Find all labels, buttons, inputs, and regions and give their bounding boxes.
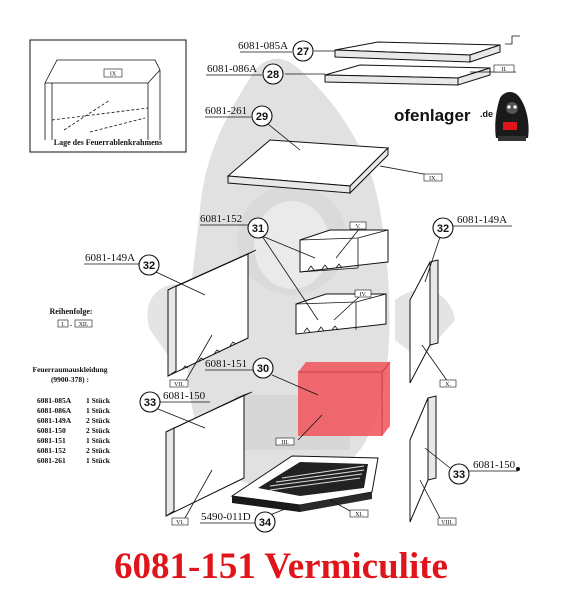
mark-XI: XI.: [355, 512, 363, 518]
lining-item-part: 6081-150: [37, 426, 66, 435]
lining-item-part: 6081-149A: [37, 416, 72, 425]
order-from: I.: [61, 322, 65, 328]
callout-27: 27: [297, 46, 309, 58]
part-28-group: II. 28 6081-086A: [206, 63, 516, 86]
mark-VIII: VIII.: [441, 520, 453, 526]
part-34-group: XI. 34 5490-011D: [200, 455, 379, 533]
lining-item-qty: 2 Stück: [86, 416, 111, 425]
part-no-6081-151: 6081-151: [205, 358, 247, 370]
part-no-6081-150-left: 6081-150: [163, 390, 206, 402]
brand-tld: .de: [480, 109, 493, 119]
part-30-highlight: [298, 362, 390, 436]
mark-VI: VI.: [176, 520, 184, 526]
mark-II: II.: [501, 67, 507, 73]
brand-name: ofenlager: [394, 106, 471, 125]
inset-plate-mark: [103, 68, 123, 78]
lining-list: Feuerraumauskleidung (9900-378) : 6081-0…: [32, 365, 110, 465]
lining-item-qty: 1 Stück: [86, 436, 111, 445]
part-33-left-group: VI. 33 6081-150: [139, 390, 253, 526]
inset-box: IX Lage des Feuerrablenkrahmens: [29, 39, 187, 153]
callout-31: 31: [252, 223, 264, 235]
part-30-group: III. 30 6081-151: [205, 357, 391, 446]
part-no-6081-261: 6081-261: [205, 105, 247, 117]
order-to: XII.: [79, 322, 89, 328]
part-31-group: V. IV. 31 6081-152: [200, 213, 389, 335]
mark-VII: VII.: [174, 382, 184, 388]
callout-29: 29: [256, 111, 268, 123]
lining-item-qty: 1 Stück: [86, 396, 111, 405]
callout-34: 34: [259, 517, 272, 529]
part-29-group: IX. 29 6081-261: [205, 105, 443, 195]
callout-32-left-circle: [138, 254, 160, 276]
lining-item-qty: 1 Stück: [86, 456, 111, 465]
part-no-6081-086A: 6081-086A: [207, 63, 257, 75]
lining-item-part: 6081-152: [37, 446, 66, 455]
part-no-6081-152: 6081-152: [200, 213, 242, 225]
lining-subtitle: (9900-378) :: [51, 375, 89, 384]
mascot-icon: [495, 92, 529, 141]
order-label: Reihenfolge:: [49, 307, 92, 316]
part-33-right-group: VIII. 33 6081-150: [409, 395, 520, 526]
callout-28-circle: [262, 63, 284, 85]
callout-30-circle: [252, 357, 274, 379]
lining-item-part: 6081-151: [37, 436, 66, 445]
part-no-6081-149A-right: 6081-149A: [457, 214, 507, 226]
lining-title: Feuerraumauskleidung: [32, 365, 107, 374]
order-legend: Reihenfolge: I. - XII.: [49, 307, 92, 329]
part-27-group: 27 6081-085A: [238, 35, 520, 63]
mark-III: III.: [281, 440, 289, 446]
lining-item-part: 6081-085A: [37, 396, 72, 405]
callout-32-right-circle: [432, 217, 454, 239]
brand-logo: ofenlager .de: [394, 92, 529, 141]
callout-30: 30: [257, 363, 269, 375]
lining-item-part: 6081-261: [37, 456, 66, 465]
inset-caption: Lage des Feuerrablenkrahmens: [54, 138, 162, 147]
callout-31-circle: [247, 217, 269, 239]
mark-IV: IV.: [359, 292, 367, 298]
callout-32-left: 32: [143, 260, 155, 272]
lining-item-qty: 2 Stück: [86, 426, 111, 435]
lining-item-qty: 1 Stück: [86, 406, 111, 415]
callout-34-circle: [254, 511, 276, 533]
lining-item-part: 6081-086A: [37, 406, 72, 415]
callout-32-right: 32: [437, 223, 449, 235]
callout-33-right-circle: [448, 463, 470, 485]
mark-IX: IX.: [429, 176, 437, 182]
inset-plate-label: IX: [110, 72, 117, 78]
part-no-6081-085A: 6081-085A: [238, 40, 288, 52]
callout-29-circle: [251, 105, 273, 127]
part-32-right-group: X. 32 6081-149A: [409, 214, 512, 388]
mark-V: V.: [355, 224, 361, 230]
callout-27-circle: [292, 40, 314, 62]
callout-28: 28: [267, 69, 279, 81]
order-dash: -: [70, 321, 73, 329]
mark-X: X.: [445, 382, 451, 388]
part-no-5490-011D: 5490-011D: [201, 511, 251, 523]
part-32-left-group: VII. 32 6081-149A: [84, 249, 257, 388]
part-no-6081-150-right: 6081-150: [473, 459, 516, 471]
lining-item-qty: 2 Stück: [86, 446, 111, 455]
footer-title: 6081-151 Vermiculite: [114, 546, 448, 587]
callout-33-right: 33: [453, 469, 465, 481]
lining-items: 6081-085A 1 Stück 6081-086A 1 Stück 6081…: [37, 396, 111, 465]
callout-33-left: 33: [144, 397, 156, 409]
part-no-6081-149A-left: 6081-149A: [85, 252, 135, 264]
